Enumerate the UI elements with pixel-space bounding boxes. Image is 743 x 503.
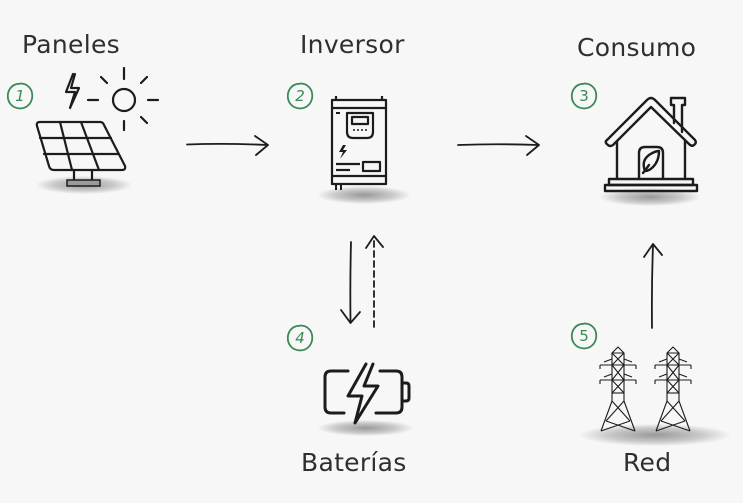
shadow	[600, 188, 700, 206]
arrow-paneles-to-inversor	[186, 135, 269, 156]
step-number-2: 2	[295, 87, 305, 105]
shadow	[318, 186, 410, 204]
battery-bolt-icon	[323, 362, 411, 425]
step-badge-3: 3	[569, 81, 599, 111]
arrow-baterias-to-inversor-dashed	[365, 235, 384, 328]
step-badge-1: 1	[5, 81, 35, 111]
house-leaf-icon	[603, 96, 699, 193]
arrow-red-to-consumo	[643, 243, 663, 329]
node-label-inversor: Inversor	[300, 30, 405, 59]
node-label-baterias: Baterías	[301, 448, 407, 477]
step-badge-2: 2	[285, 81, 315, 111]
shadow	[580, 424, 730, 446]
node-label-red: Red	[623, 448, 672, 477]
step-badge-5: 5	[569, 321, 599, 351]
arrow-inversor-to-consumo	[457, 135, 540, 156]
power-tower-icon	[599, 346, 692, 432]
inverter-icon	[330, 96, 388, 190]
step-number-4: 4	[295, 329, 305, 347]
node-label-paneles: Paneles	[22, 30, 120, 59]
step-badge-4: 4	[285, 323, 315, 353]
shadow	[318, 420, 413, 436]
node-label-consumo: Consumo	[577, 33, 697, 62]
arrow-inversor-to-baterias	[340, 241, 361, 324]
solar-panel-icon	[35, 66, 160, 187]
step-number-5: 5	[579, 327, 589, 345]
step-number-1: 1	[15, 87, 25, 105]
step-number-3: 3	[579, 87, 589, 105]
